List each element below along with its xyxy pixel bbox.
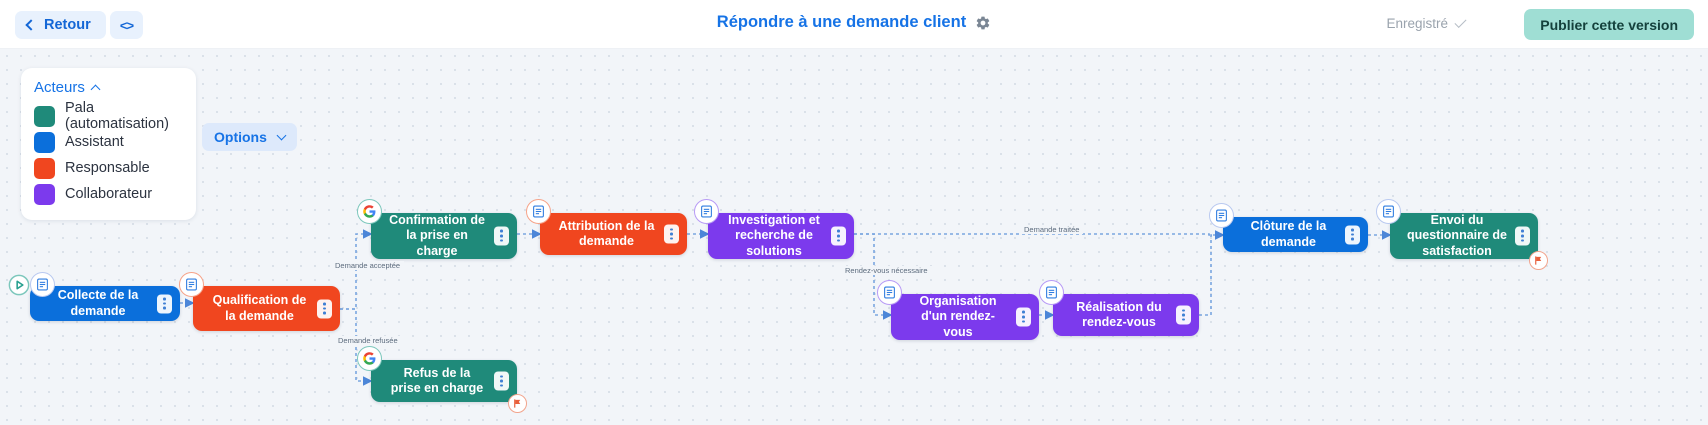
flow-node-label: Refus de la prise en charge xyxy=(390,365,484,395)
document-icon[interactable] xyxy=(30,272,55,297)
node-menu-button[interactable] xyxy=(494,226,509,246)
flow-node-realisation[interactable]: Réalisation du rendez-vous xyxy=(1039,280,1199,336)
legend-color-swatch xyxy=(34,105,55,127)
document-icon[interactable] xyxy=(1209,203,1234,228)
google-icon[interactable] xyxy=(357,346,382,371)
document-icon[interactable] xyxy=(1376,199,1401,224)
legend-item-label: Assistant xyxy=(65,134,124,150)
flow-node-label: Confirmation de la prise en charge xyxy=(389,213,485,258)
node-menu-button[interactable] xyxy=(1016,307,1031,327)
flag-icon[interactable] xyxy=(508,394,527,413)
legend-color-swatch xyxy=(34,131,55,153)
code-view-button[interactable]: <> xyxy=(110,11,143,39)
legend-color-swatch xyxy=(34,183,55,205)
flow-node-cloture[interactable]: Clôture de la demande xyxy=(1209,203,1368,252)
legend-item[interactable]: Pala (automatisation) xyxy=(34,100,183,132)
flow-node-confirmation[interactable]: Confirmation de la prise en charge xyxy=(357,199,517,259)
back-button-label: Retour xyxy=(44,17,91,33)
saved-status-label: Enregistré xyxy=(1386,16,1448,31)
saved-status: Enregistré xyxy=(1386,15,1467,31)
legend-item[interactable]: Responsable xyxy=(34,155,183,181)
document-icon[interactable] xyxy=(694,199,719,224)
edge-label: Demande acceptée xyxy=(331,261,405,270)
flow-graph: Collecte de la demande Qualification de l… xyxy=(0,49,1708,425)
legend-item[interactable]: Assistant xyxy=(34,129,183,155)
publish-button-label: Publier cette version xyxy=(1540,16,1678,33)
flow-node-envoi[interactable]: Envoi du questionnaire de satisfaction xyxy=(1376,199,1548,270)
flow-node-label: Réalisation du rendez-vous xyxy=(1076,299,1162,329)
node-menu-button[interactable] xyxy=(157,294,172,313)
flow-node-collecte[interactable]: Collecte de la demande xyxy=(8,272,180,321)
legend-item-label: Pala (automatisation) xyxy=(65,100,169,132)
document-icon[interactable] xyxy=(877,280,902,305)
node-menu-button[interactable] xyxy=(664,224,679,244)
flow-node-organisation[interactable]: Organisation d'un rendez-vous xyxy=(877,280,1039,340)
flow-node-investigation[interactable]: Investigation et recherche de solutions xyxy=(694,199,854,259)
node-menu-button[interactable] xyxy=(1176,305,1191,325)
flag-icon[interactable] xyxy=(1529,250,1548,270)
document-icon[interactable] xyxy=(179,272,204,297)
legend-item[interactable]: Collaborateur xyxy=(34,181,183,207)
node-menu-button[interactable] xyxy=(1345,225,1360,244)
page-title-wrap: Répondre à une demande client xyxy=(0,13,1708,32)
edge-label: Demande refusée xyxy=(334,336,402,345)
edge-label: Demande traitée xyxy=(1020,225,1084,234)
flow-node-label: Investigation et recherche de solutions xyxy=(728,213,820,258)
page-title: Répondre à une demande client xyxy=(716,13,967,31)
back-button[interactable]: Retour xyxy=(15,11,106,39)
actors-legend-header[interactable]: Acteurs xyxy=(34,79,183,96)
code-brackets-icon: <> xyxy=(119,17,134,33)
flow-node-label: Attribution de la demande xyxy=(558,218,655,248)
options-button-label: Options xyxy=(214,129,267,145)
node-menu-button[interactable] xyxy=(1515,226,1530,246)
legend-item-label: Collaborateur xyxy=(65,186,153,202)
flow-node-label: Collecte de la demande xyxy=(57,288,139,318)
node-menu-button[interactable] xyxy=(317,299,332,318)
flow-node-attribution[interactable]: Attribution de la demande xyxy=(526,199,687,255)
node-menu-button[interactable] xyxy=(831,226,846,246)
flow-node-label: Clôture de la demande xyxy=(1250,219,1327,249)
edge-label: Rendez-vous nécessaire xyxy=(841,266,932,275)
legend-item-label: Responsable xyxy=(65,160,150,176)
legend-color-swatch xyxy=(34,157,55,179)
flow-node-label: Organisation d'un rendez-vous xyxy=(919,294,997,339)
flow-node-label: Qualification de la demande xyxy=(212,293,307,323)
actors-legend-title: Acteurs xyxy=(34,79,85,96)
document-icon[interactable] xyxy=(1039,280,1064,305)
node-menu-button[interactable] xyxy=(494,371,509,391)
app-header: Retour <> Répondre à une demande client … xyxy=(0,0,1708,49)
publish-button[interactable]: Publier cette version xyxy=(1524,9,1694,40)
start-icon[interactable] xyxy=(8,274,30,296)
options-button[interactable]: Options xyxy=(202,123,297,151)
flow-node-refus[interactable]: Refus de la prise en charge xyxy=(357,346,527,413)
flow-node-label: Envoi du questionnaire de satisfaction xyxy=(1406,213,1508,258)
check-icon xyxy=(1454,15,1467,29)
gear-icon[interactable] xyxy=(975,15,991,31)
google-icon[interactable] xyxy=(357,199,382,224)
document-icon[interactable] xyxy=(526,199,551,224)
flow-node-qualification[interactable]: Qualification de la demande xyxy=(179,272,340,331)
